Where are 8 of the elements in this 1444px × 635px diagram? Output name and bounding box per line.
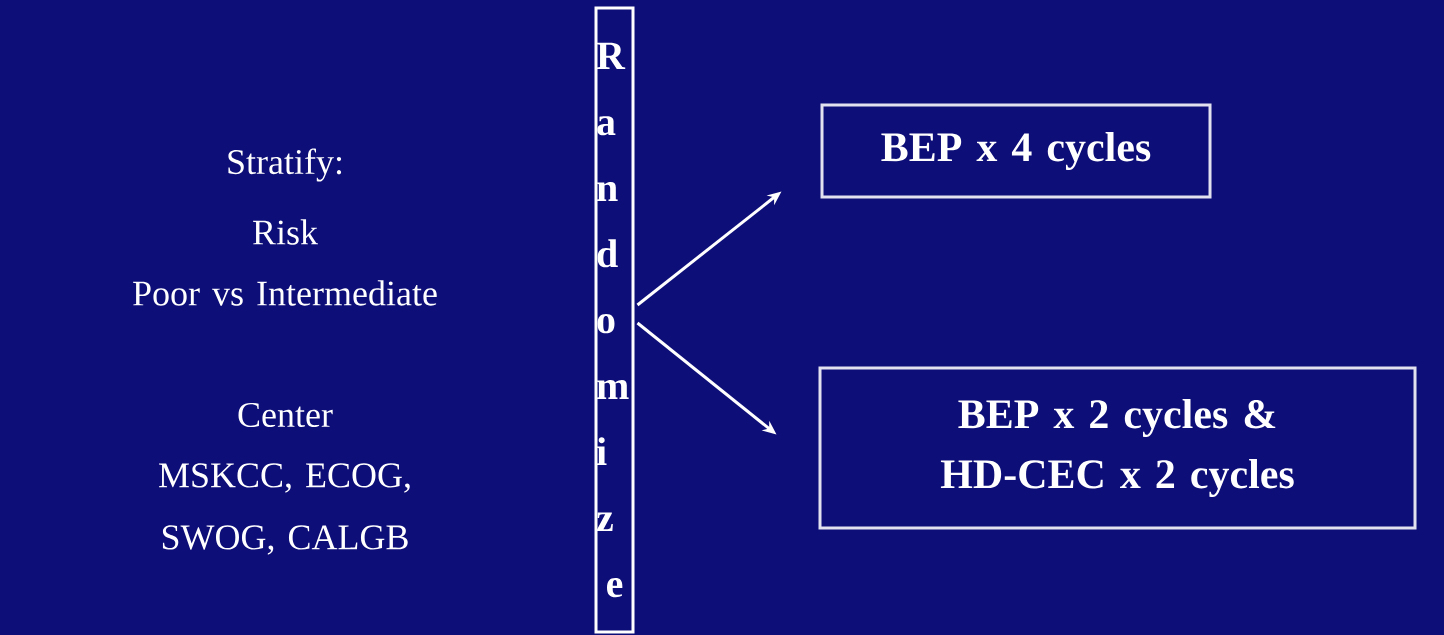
randomize-box: Randomize <box>594 6 635 634</box>
label-text: MSKCC, ECOG, SWOG, CALGB <box>159 463 410 555</box>
label-text: Center <box>238 402 333 428</box>
treatment-box: BEP x 2 cycles & HD-CEC x 2 cycles <box>818 366 1417 530</box>
label-text: Poor vs Intermediate <box>133 280 437 306</box>
label-text: Risk <box>253 219 318 245</box>
label-text: Stratify: <box>228 148 342 182</box>
treatment-box: BEP x 4 cycles <box>820 103 1212 199</box>
